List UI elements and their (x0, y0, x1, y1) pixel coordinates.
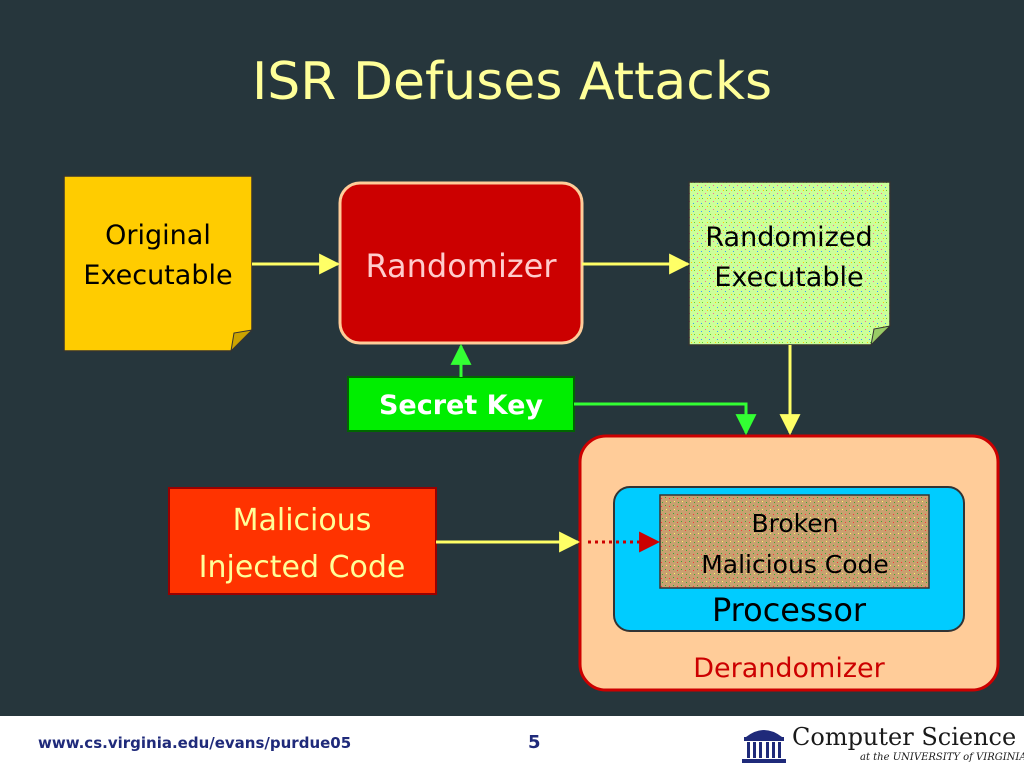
logo-sub-text: at the UNIVERSITY of VIRGINIA (860, 752, 1024, 763)
page-number: 5 (528, 732, 541, 753)
randomized-executable-line2: Executable (714, 262, 863, 293)
original-executable-node: Original Executable (63, 175, 254, 353)
isr-diagram: Original Executable Randomizer Randomize… (63, 175, 1000, 692)
randomized-executable-node: Randomized Executable (688, 181, 892, 347)
arrow-key-to-derandomizer (574, 402, 757, 436)
secret-key-label: Secret Key (379, 390, 543, 421)
rotunda-icon (742, 730, 786, 763)
footer-bar: www.cs.virginia.edu/evans/purdue05 5 Com… (0, 716, 1024, 768)
original-executable-line2: Executable (83, 260, 232, 291)
randomizer-node: Randomizer (338, 181, 584, 345)
processor-label: Processor (712, 591, 867, 629)
computer-science-logo: Computer Science at the UNIVERSITY of VI… (742, 721, 1024, 765)
broken-code-node: Broken Malicious Code (659, 494, 930, 589)
secret-key-node: Secret Key (347, 376, 575, 432)
randomizer-label: Randomizer (365, 247, 557, 285)
broken-code-line1: Broken (752, 509, 839, 538)
broken-code-line2: Malicious Code (701, 550, 889, 579)
malicious-code-line1: Malicious (233, 503, 372, 538)
logo-main-text: Computer Science (792, 723, 1017, 751)
slide-title: ISR Defuses Attacks (251, 52, 773, 112)
malicious-code-node: Malicious Injected Code (168, 487, 437, 595)
original-executable-line1: Original (105, 220, 211, 251)
footer-url-link[interactable]: www.cs.virginia.edu/evans/purdue05 (38, 734, 352, 752)
malicious-code-line2: Injected Code (199, 550, 406, 585)
randomized-executable-line1: Randomized (705, 222, 872, 253)
derandomizer-label: Derandomizer (693, 653, 885, 684)
